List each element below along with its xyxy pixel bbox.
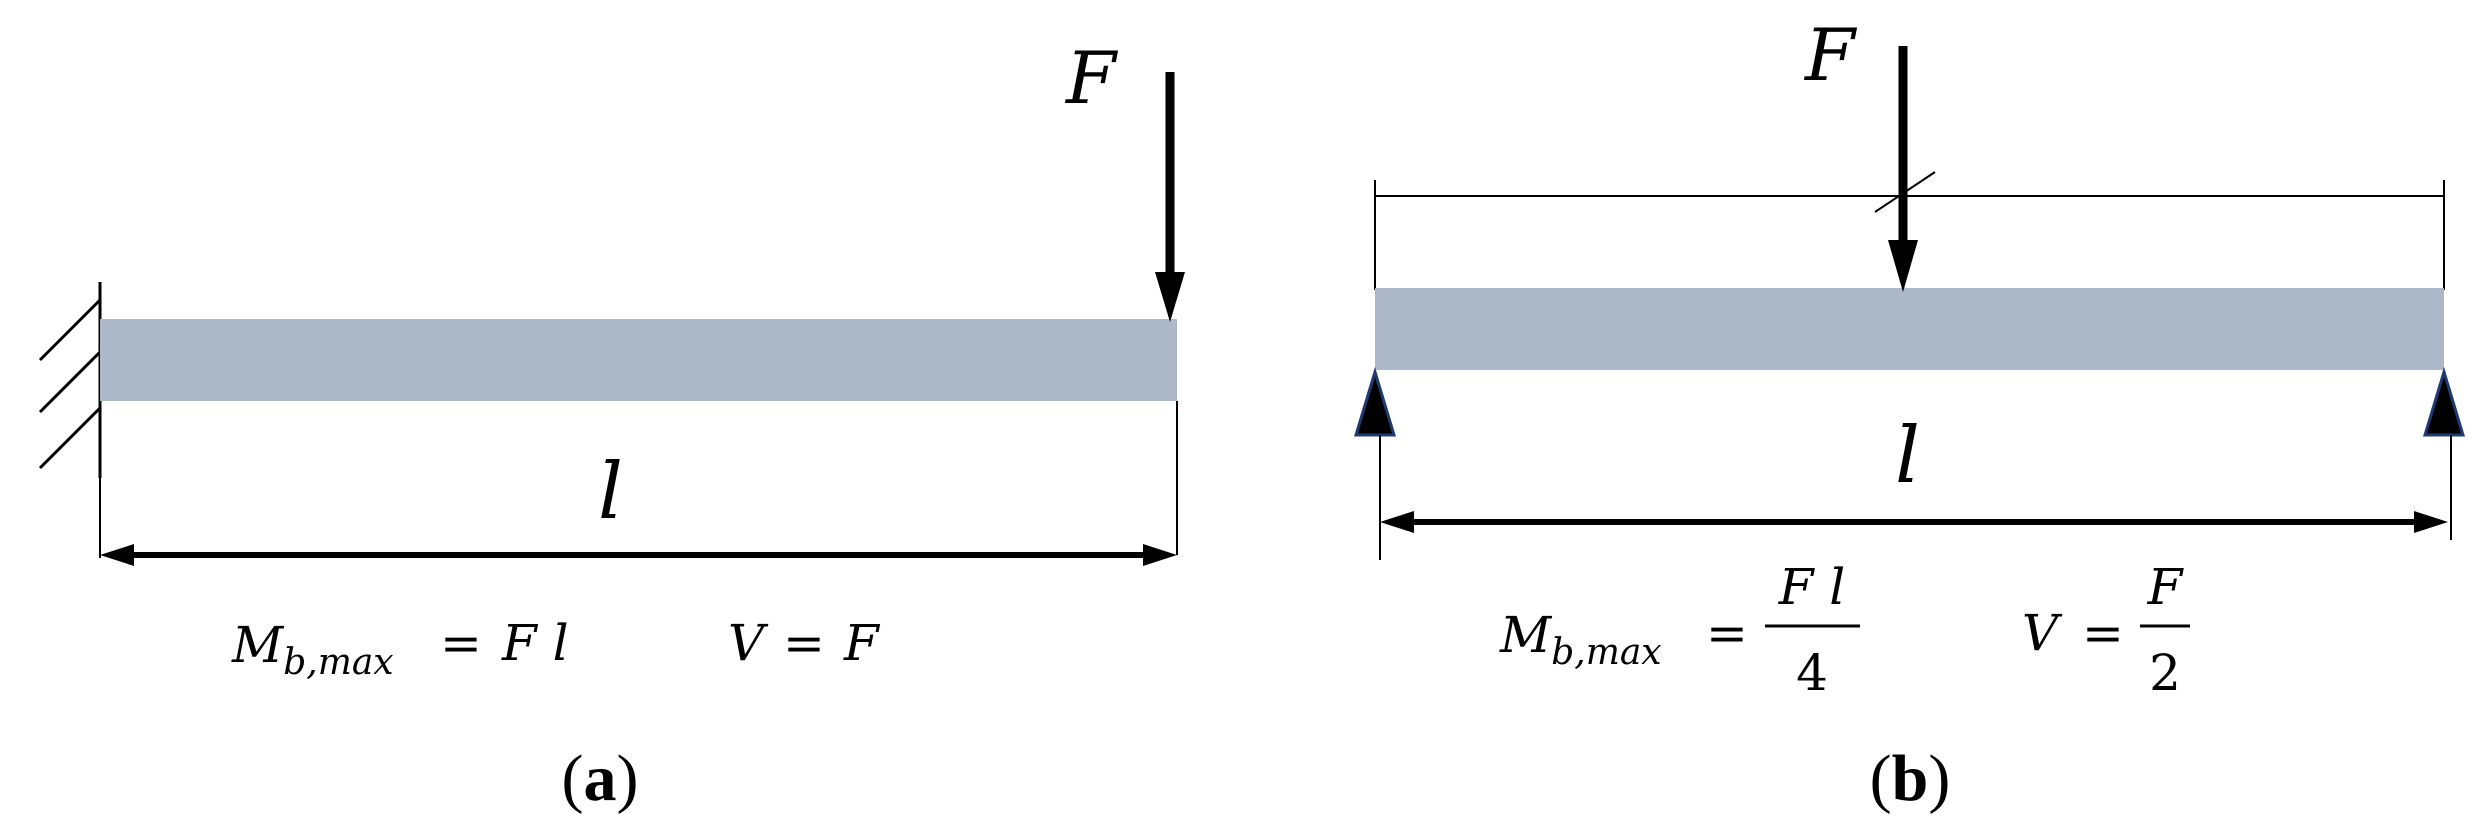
force-arrow bbox=[1888, 46, 1918, 292]
beam bbox=[100, 319, 1177, 401]
moment-subscript: b,max bbox=[1551, 632, 1661, 673]
dimension-arrow bbox=[100, 544, 1177, 566]
moment-formula: Mb,max = F l bbox=[231, 614, 569, 683]
dimension-arrow bbox=[1380, 511, 2448, 533]
beam bbox=[1375, 288, 2444, 370]
shear-denominator: 2 bbox=[2149, 644, 2181, 702]
moment-denominator: 4 bbox=[1796, 644, 1828, 702]
svg-text:Mb,max: Mb,max bbox=[231, 616, 394, 683]
shear-symbol: V bbox=[728, 614, 769, 672]
shear-equals: = bbox=[783, 614, 825, 672]
svg-text:Mb,max: Mb,max bbox=[1499, 606, 1662, 673]
force-label: F bbox=[1064, 36, 1119, 120]
shear-equals: = bbox=[2082, 604, 2124, 662]
length-label: l bbox=[1895, 411, 1920, 501]
force-arrow bbox=[1155, 72, 1185, 322]
moment-numerator: F l bbox=[1778, 558, 1846, 616]
caption-a: (a) bbox=[562, 742, 639, 815]
right-pin-support-icon bbox=[2422, 366, 2466, 437]
shear-numerator: F bbox=[2147, 558, 2185, 616]
panel-a-cantilever: F l Mb,max = F l V = F (a) bbox=[38, 36, 1185, 815]
moment-value: F l bbox=[501, 614, 569, 672]
shear-symbol: V bbox=[2022, 604, 2063, 662]
moment-symbol: M bbox=[231, 616, 285, 674]
caption-b: (b) bbox=[1870, 742, 1951, 815]
fixed-support-icon bbox=[38, 282, 102, 478]
shear-value: F bbox=[843, 614, 881, 672]
shear-formula: V = F bbox=[728, 614, 881, 672]
moment-subscript: b,max bbox=[283, 642, 393, 683]
left-pin-support-icon bbox=[1353, 366, 1397, 437]
moment-formula: Mb,max = F l 4 bbox=[1499, 558, 1860, 702]
length-label: l bbox=[598, 447, 623, 537]
force-label: F bbox=[1803, 13, 1858, 97]
shear-formula: V = F 2 bbox=[2022, 558, 2190, 702]
moment-equals: = bbox=[1706, 604, 1748, 662]
panel-b-simply-supported: F l Mb,max = F l 4 V = F bbox=[1353, 13, 2466, 815]
moment-symbol: M bbox=[1499, 606, 1553, 664]
moment-equals: = bbox=[440, 614, 482, 672]
